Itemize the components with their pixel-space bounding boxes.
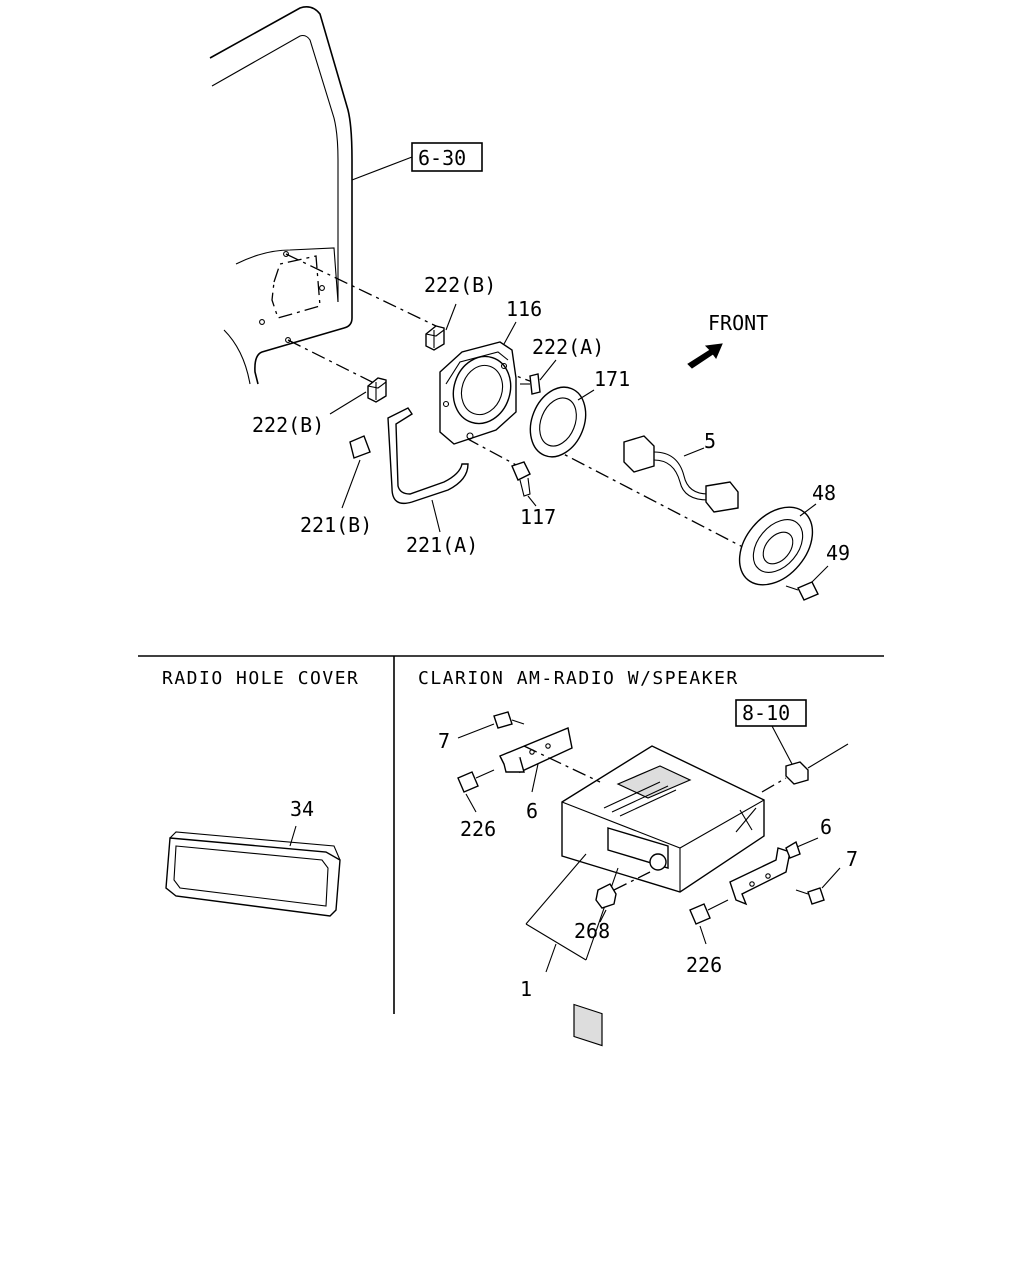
label-226-left: 226 xyxy=(460,817,496,841)
label-222a: 222(A) xyxy=(532,335,604,359)
label-171: 171 xyxy=(594,367,630,391)
label-7-top: 7 xyxy=(438,729,450,753)
label-268: 268 xyxy=(574,919,610,943)
screw-7-top xyxy=(457,711,525,739)
label-1: 1 xyxy=(520,977,532,1001)
front-arrow xyxy=(687,343,723,369)
harness-5 xyxy=(623,435,739,513)
label-117: 117 xyxy=(520,505,556,529)
bolt-226-right xyxy=(689,899,729,945)
screw-7-right xyxy=(795,867,841,905)
clip-221b xyxy=(341,435,371,509)
antenna-connector xyxy=(761,743,849,793)
label-6-left: 6 xyxy=(526,799,538,823)
label-8-10: 8-10 xyxy=(742,701,790,725)
leader-1 xyxy=(525,853,619,973)
screw-117 xyxy=(511,461,537,507)
label-221b: 221(B) xyxy=(300,513,372,537)
bolt-226-left xyxy=(457,769,495,813)
label-221a: 221(A) xyxy=(406,533,478,557)
door-panel xyxy=(209,6,353,385)
label-6-right: 6 xyxy=(820,815,832,839)
clip-222b-left xyxy=(329,377,387,415)
label-116: 116 xyxy=(506,297,542,321)
label-front: FRONT xyxy=(708,311,768,335)
clip-222b-top xyxy=(425,303,457,351)
section-title-radio-hole-cover: RADIO HOLE COVER xyxy=(162,668,359,689)
label-222b-top: 222(B) xyxy=(424,273,496,297)
knob-268 xyxy=(595,871,651,923)
label-48: 48 xyxy=(812,481,836,505)
section-title-clarion-radio: CLARION AM-RADIO W/SPEAKER xyxy=(418,668,739,689)
reference-box-8-10: 8-10 xyxy=(735,699,807,765)
label-7-right: 7 xyxy=(846,847,858,871)
label-6-30: 6-30 xyxy=(418,146,466,170)
label-5: 5 xyxy=(704,429,716,453)
screw-222a xyxy=(520,359,557,395)
section-frame xyxy=(138,655,884,1014)
radio-unit-1 xyxy=(561,745,765,1047)
speaker-bracket-116 xyxy=(439,321,517,445)
reference-box-6-30: 6-30 xyxy=(351,142,483,181)
label-222b-left: 222(B) xyxy=(252,413,324,437)
label-34: 34 xyxy=(290,797,314,821)
seal-221a xyxy=(387,407,469,533)
label-226-right: 226 xyxy=(686,953,722,977)
radio-hole-cover-34 xyxy=(165,825,341,917)
ring-171 xyxy=(529,386,595,458)
screw-49 xyxy=(785,565,829,601)
label-49: 49 xyxy=(826,541,850,565)
bracket-6-right xyxy=(729,837,819,906)
bracket-6-left xyxy=(499,727,573,793)
speaker-48 xyxy=(738,503,817,586)
